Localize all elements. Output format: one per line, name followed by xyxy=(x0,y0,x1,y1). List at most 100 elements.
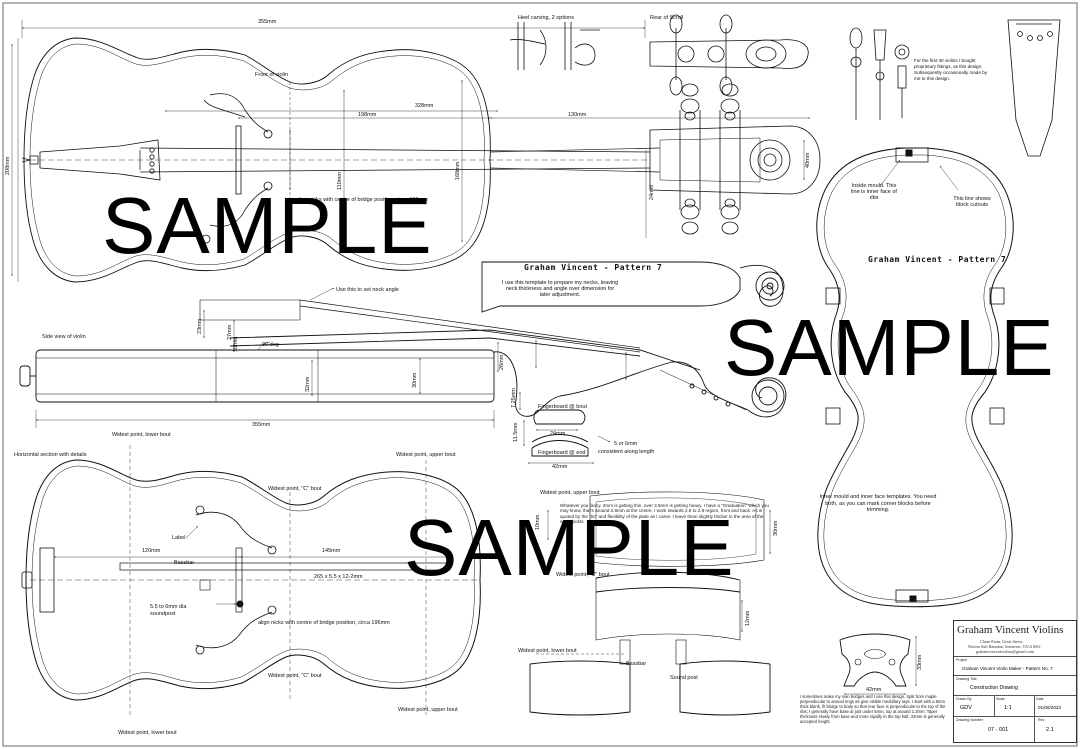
watermark-sample-3: SAMPLE xyxy=(404,503,735,592)
bridge-drawing xyxy=(839,633,917,695)
label-front-of-violin: Front of violin xyxy=(255,72,289,78)
label-heel-carving: Heel carving, 2 options xyxy=(518,15,574,21)
dim-fb-24: 24mm xyxy=(550,431,566,437)
label-neck-angle: Use this to set neck angle xyxy=(336,287,399,293)
drawn-by-label: Drawn By xyxy=(956,697,972,701)
label-widest-lower-bout3: Widest point, lower bout xyxy=(518,648,577,654)
label-template-note: I use this template to prepare my necks,… xyxy=(501,280,619,299)
label-pegs-note: For the first 40 violins I bought propri… xyxy=(914,58,988,81)
rib-sections xyxy=(529,491,771,716)
drawing-number-label: Drawing Number xyxy=(956,718,983,722)
label-inside-mould: Inside mould. This line is inner face of… xyxy=(851,183,897,201)
company-name: Graham Vincent Violins xyxy=(957,624,1064,636)
company-address-1: Chase Farm, Great Street, xyxy=(980,639,1024,644)
company-address-2: Norton Sub Hamdon, Somerset, TA14 6SG xyxy=(968,644,1041,649)
scale-label: Scale xyxy=(996,697,1005,701)
side-view xyxy=(19,299,787,418)
pegs-detail xyxy=(849,27,910,120)
tailpiece-top-right xyxy=(1007,19,1061,157)
label-widest-c-bout2: Widest point, "C" bout xyxy=(268,673,322,679)
dim-fb-5: 5 or 6mm xyxy=(614,441,638,447)
label-fingerboard-end: Fingerboard @ end xyxy=(538,450,586,456)
rear-of-scroll xyxy=(649,14,809,96)
dim-bridge-42: 42mm xyxy=(866,687,882,693)
f-holes-front xyxy=(201,93,273,244)
dim-scroll-130: 130mm xyxy=(568,112,587,118)
dim-bass-145: 145mm xyxy=(322,548,341,554)
violin-horizontal-section xyxy=(21,459,481,701)
rev-label: Rev xyxy=(1038,718,1045,722)
dim-bridge-offset: 24mm xyxy=(649,184,655,200)
label-widest-upper-bout3: Widest point, upper bout xyxy=(540,490,600,496)
label-side-view: Side view of violin xyxy=(42,334,86,340)
dim-rib-32: 32mm xyxy=(305,376,311,392)
company-email: grahamvincentviolins@gmail.com xyxy=(976,649,1034,654)
label-consistent-length: consistent along length xyxy=(598,449,655,455)
project-label: Project xyxy=(956,658,968,662)
bridge-front xyxy=(235,125,242,195)
label-soundpost: 5.5 to 6mm dia soundpost xyxy=(150,604,187,617)
label-horizontal-section: Horizontal section with details xyxy=(14,452,87,458)
scale-value: 1:1 xyxy=(1004,705,1012,711)
label-rear-of-scroll: Rear of Scroll xyxy=(650,15,684,21)
label-inner-mould-note: Inner mould and inner face templates. Yo… xyxy=(819,494,937,513)
label-widest-upper-bout2: Widest point, upper bout xyxy=(398,707,458,713)
drawing-number-value: 07 - 001 xyxy=(988,727,1009,733)
dimension-lines-front xyxy=(11,20,810,282)
label-block-cutouts: This line shows block cutouts xyxy=(953,196,991,208)
dim-side-355: 355mm xyxy=(252,422,271,428)
dim-bass-265: 265 x 5.5 x 12-2mm xyxy=(314,574,363,580)
label-widest-c-bout3: Widest point, "C" bout xyxy=(556,572,610,578)
tailpiece-front xyxy=(21,139,161,181)
pattern-title-template: Graham Vincent - Pattern 7 xyxy=(524,263,663,272)
drawing-title-value: Construction Drawing xyxy=(970,685,1018,691)
dim-height-23: 23mm xyxy=(197,318,203,334)
dim-angle-90: 90 deg xyxy=(262,342,279,348)
drawing-title-label: Drawing Title xyxy=(956,677,977,681)
label-sound-post: Sound post xyxy=(670,675,698,681)
dimension-lines-section xyxy=(54,445,450,715)
label-widest-upper-bout: Widest point, upper bout xyxy=(396,452,456,458)
date-value: 01/06/2023 xyxy=(1038,705,1061,710)
label-widest-lower-bout: Widest point, lower bout xyxy=(112,432,171,438)
pattern-title-mould: Graham Vincent - Pattern 7 xyxy=(868,255,1007,264)
dim-fb-42: 42mm xyxy=(552,464,568,470)
dim-bridge-33: 33mm xyxy=(917,654,923,670)
label-align-nicks-top: align nicks with centre of bridge positi… xyxy=(296,197,428,203)
dim-fb-11-5: 11.5mm xyxy=(513,422,519,442)
watermark-sample-2: SAMPLE xyxy=(724,303,1055,392)
dim-upper-width: 168mm xyxy=(455,161,461,180)
label-align-nicks-bottom: align nicks with centre of bridge positi… xyxy=(258,620,390,626)
dimension-lines-side xyxy=(35,287,627,428)
dim-body-328: 328mm xyxy=(415,103,434,109)
dim-lower-width: 208mm xyxy=(5,156,11,175)
dim-rib-30: 30mm xyxy=(412,372,418,388)
dim-block-12: 12mm xyxy=(745,610,751,626)
label-bridge-note: I sometimes make my own bridges and I us… xyxy=(800,694,946,724)
pegbox-top-view xyxy=(649,83,821,235)
label-label: Label xyxy=(172,535,186,541)
label-fingerboard-bout: Fingerboard @ bout xyxy=(538,404,588,410)
watermark-sample-1: SAMPLE xyxy=(102,181,433,270)
fingerboard-sections xyxy=(519,392,611,464)
neck-template xyxy=(481,261,785,313)
dim-neck-198: 198mm xyxy=(358,112,377,118)
drawn-by-value: GDV xyxy=(960,705,972,711)
project-value: Graham Vincent Violin Maker - Pattern No… xyxy=(962,666,1053,671)
dim-overall-length: 355mm xyxy=(258,19,277,25)
label-widest-c-bout: Widest point, "C" bout xyxy=(268,486,322,492)
label-widest-lower-bout2: Widest point, lower bout xyxy=(118,730,177,736)
dim-scroll-40: 40mm xyxy=(805,152,811,168)
date-label: Date xyxy=(1036,697,1044,701)
inner-mould-outline xyxy=(816,147,1014,608)
fingerboard-front xyxy=(30,147,661,173)
label-bassbar: Bassbar xyxy=(174,560,195,566)
label-thickness-note: Whatever you fancy. 2mm is getting thin,… xyxy=(560,503,769,525)
dim-fb-7: 7.25mm xyxy=(511,388,517,408)
dim-height-26: 26mm xyxy=(499,354,505,370)
label-bassbar2: Bassbar xyxy=(626,661,647,667)
title-block: Graham Vincent Violins Chase Farm, Great… xyxy=(953,620,1077,743)
